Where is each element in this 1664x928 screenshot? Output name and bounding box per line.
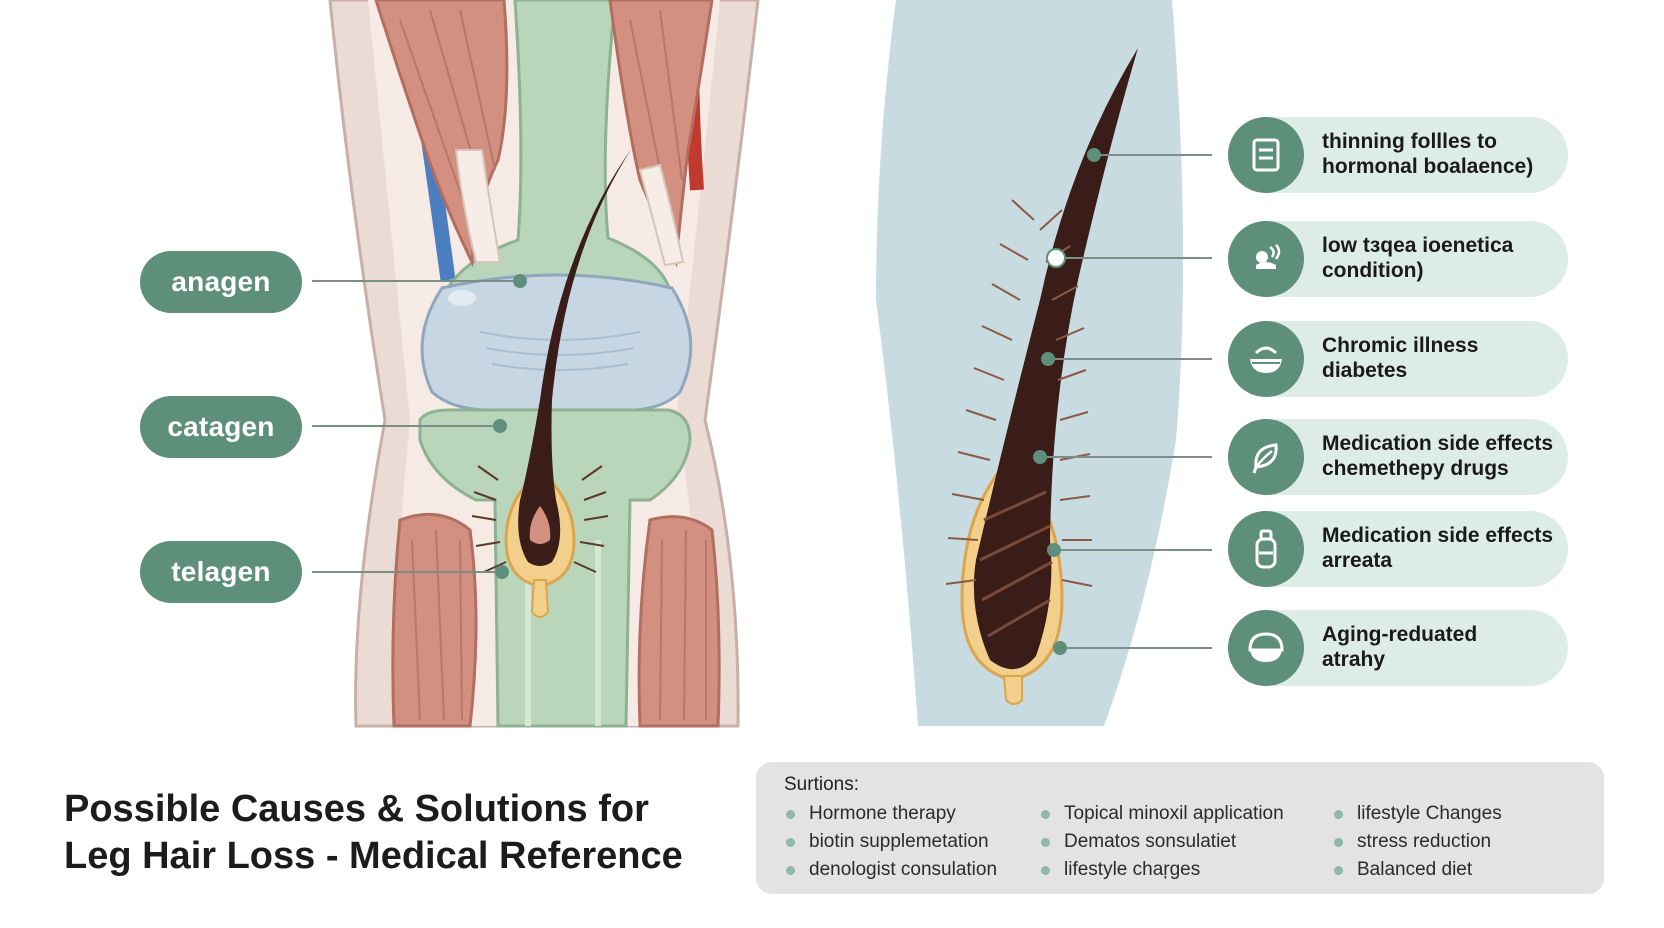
tendon-left <box>454 149 502 263</box>
phase-label-telagen: telagen <box>140 541 302 603</box>
bullet-icon <box>1041 809 1050 819</box>
cause-line: diabetes <box>1322 359 1408 382</box>
cause-line: condition) <box>1322 259 1424 282</box>
solution-label: stress reduction <box>1357 831 1492 852</box>
cause-marker-3 <box>1041 352 1055 366</box>
cause-line: Medication side effects <box>1322 524 1554 547</box>
follicle-root <box>530 579 550 618</box>
solution-label: Hormone therapy <box>809 803 956 824</box>
solution-item: Balanced diet <box>1334 856 1502 884</box>
bullet-icon <box>1041 865 1050 875</box>
bullet-icon <box>786 865 795 875</box>
cause-line: Aging-reduated <box>1322 623 1478 646</box>
solution-item: Dematos sonsulatiet <box>1041 828 1284 856</box>
cause-line: thinning follles to <box>1322 130 1497 153</box>
solution-item: lifestyle Changes <box>1334 800 1502 828</box>
cause-card-medication-areata: Medication side effects arreata <box>1228 511 1568 587</box>
solution-label: Topical minoxil application <box>1064 803 1284 824</box>
dome-icon <box>1228 610 1304 686</box>
cause-line: Medication side effects <box>1322 432 1554 455</box>
solution-item: Topical minoxil application <box>1041 800 1284 828</box>
cause-marker-4 <box>1033 450 1047 464</box>
bowl-icon <box>1228 321 1304 397</box>
cause-card-aging: Aging-reduated atrahy <box>1228 610 1568 686</box>
solution-label: Balanced diet <box>1357 859 1473 880</box>
solution-item: biotin supplemetation <box>786 828 997 856</box>
follicle-root-tail <box>1002 675 1023 705</box>
page-title: Possible Causes & Solutions for Leg Hair… <box>64 786 744 880</box>
catagen-marker <box>493 419 507 433</box>
leaf-icon <box>1228 419 1304 495</box>
cause-line: chemethepy drugs <box>1322 457 1509 480</box>
anagen-marker <box>513 274 527 288</box>
title-line-2: Leg Hair Loss - Medical Reference <box>64 835 683 877</box>
phase-label-text: telagen <box>171 556 271 587</box>
cause-marker-5 <box>1047 543 1061 557</box>
solution-item: lifestyle chaŗges <box>1041 856 1284 884</box>
cause-line: arreata <box>1322 549 1393 572</box>
solutions-heading: Surtions: <box>784 774 859 795</box>
patella-highlight <box>448 290 476 306</box>
cause-card-hormonal: thinning follles to hormonal boalaence) <box>1228 117 1568 193</box>
phase-label-text: catagen <box>167 411 275 442</box>
bullet-icon <box>1334 809 1343 819</box>
cause-line: low tзqea ioenetica <box>1322 234 1514 257</box>
calf-muscle-right <box>637 515 721 728</box>
solutions-panel: Surtions: Hormone therapy biotin supplem… <box>756 762 1604 894</box>
cause-text: Aging-reduated atrahy <box>1322 622 1562 672</box>
cause-marker-1 <box>1087 148 1101 162</box>
bullet-icon <box>786 837 795 847</box>
cause-card-medication-drugs: Medication side effects chemethepy drugs <box>1228 419 1568 495</box>
cause-line: atrahy <box>1322 648 1386 671</box>
cause-text: Medication side effects chemethepy drugs <box>1322 431 1562 481</box>
solution-label: Dematos sonsulatiet <box>1064 831 1237 852</box>
solution-label: lifestyle chaŗges <box>1064 859 1201 880</box>
solution-label: denologist consulation <box>809 859 998 880</box>
follicle-hairs <box>471 465 609 573</box>
calf-muscle-left <box>391 512 478 728</box>
bullet-icon <box>786 809 795 819</box>
cause-line: Chromic illness <box>1322 334 1479 357</box>
dermal-papilla <box>529 506 551 544</box>
stethoscope-icon <box>1228 221 1304 297</box>
bullet-icon <box>1334 837 1343 847</box>
bullet-icon <box>1041 837 1050 847</box>
muscle-striations <box>399 9 683 221</box>
cause-card-genetic: low tзqea ioenetica condition) <box>1228 221 1568 297</box>
cause-text: thinning follles to hormonal boalaence) <box>1322 129 1562 179</box>
cause-card-chronic-illness: Chromic illness diabetes <box>1228 321 1568 397</box>
cause-text: Medication side effects arreata <box>1322 523 1562 573</box>
cause-line: hormonal boalaence) <box>1322 155 1534 178</box>
solutions-column-2: Topical minoxil application Dematos sons… <box>1041 800 1284 884</box>
hair-stripes <box>979 490 1053 638</box>
phase-label-text: anagen <box>171 266 271 297</box>
solutions-column-1: Hormone therapy biotin supplemetation de… <box>786 800 997 884</box>
phase-label-anagen: anagen <box>140 251 302 313</box>
title-line-1: Possible Causes & Solutions for <box>64 788 649 830</box>
cause-text: low tзqea ioenetica condition) <box>1322 233 1562 283</box>
solutions-column-3: lifestyle Changes stress reduction Balan… <box>1334 800 1502 884</box>
solution-label: biotin supplemetation <box>809 831 989 852</box>
tendon-right <box>638 163 685 267</box>
bottle-icon <box>1228 511 1304 587</box>
cause-marker-6 <box>1053 641 1067 655</box>
bullet-icon <box>1334 865 1343 875</box>
phase-label-catagen: catagen <box>140 396 302 458</box>
calf-striations <box>411 529 707 721</box>
solution-item: denologist consulation <box>786 856 997 884</box>
solution-item: stress reduction <box>1334 828 1502 856</box>
cause-marker-2 <box>1046 248 1066 268</box>
hair-shaft <box>518 148 632 566</box>
document-icon <box>1228 117 1304 193</box>
cause-text: Chromic illness diabetes <box>1322 333 1562 383</box>
solution-item: Hormone therapy <box>786 800 997 828</box>
telagen-marker <box>495 565 509 579</box>
solution-label: lifestyle Changes <box>1357 803 1502 824</box>
